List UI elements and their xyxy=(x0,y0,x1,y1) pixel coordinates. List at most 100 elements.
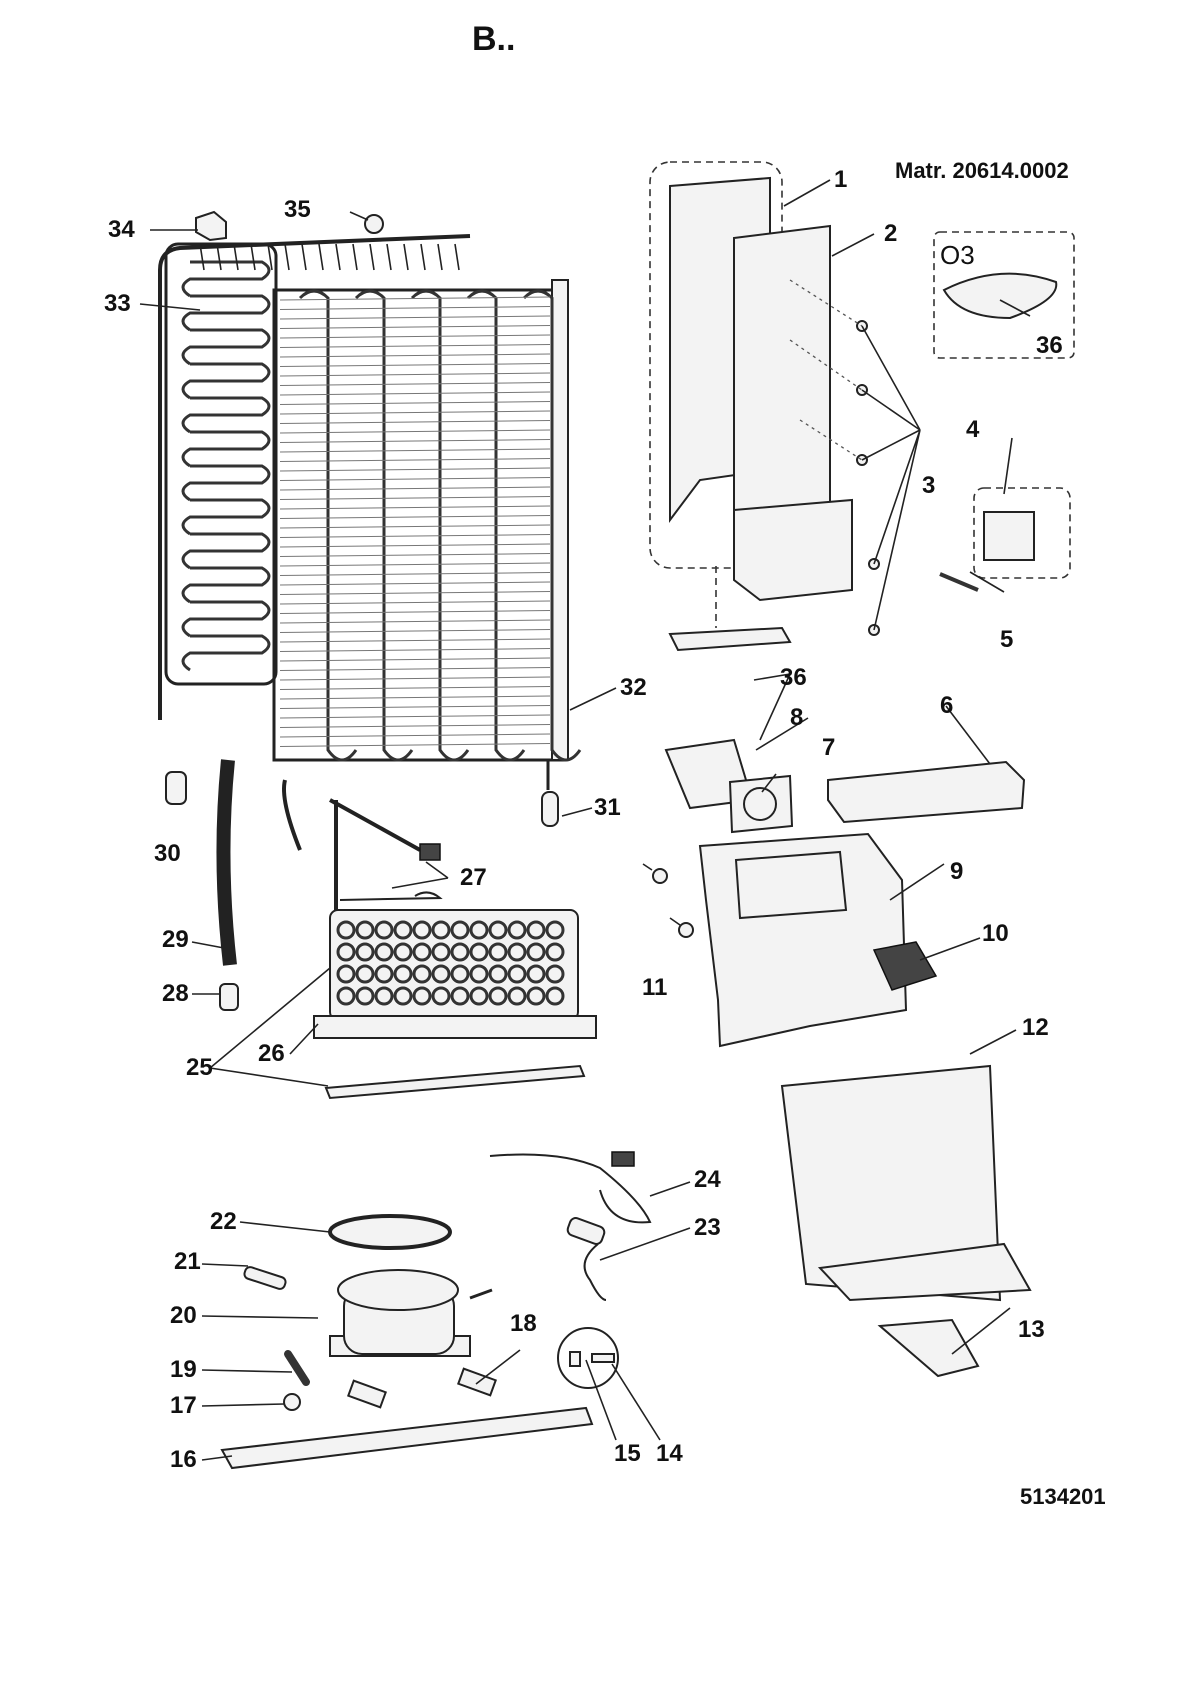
condenser-fin xyxy=(279,553,551,557)
condenser-fin xyxy=(279,439,551,443)
back-panel-12 xyxy=(780,1064,1002,1302)
evaporator-coil xyxy=(526,986,546,1006)
condenser-wire xyxy=(420,243,426,271)
condenser-wire xyxy=(386,243,392,271)
callout-27: 27 xyxy=(460,864,487,891)
callout-28: 28 xyxy=(162,980,189,1007)
callout-10: 10 xyxy=(982,920,1009,947)
evaporator-coil xyxy=(431,942,451,962)
washer-11a xyxy=(652,868,668,884)
callout-32: 32 xyxy=(620,674,647,701)
condenser-wire xyxy=(318,243,324,271)
condenser-fin xyxy=(279,448,551,453)
material-number: Matr. 20614.0002 xyxy=(895,158,1069,183)
tube-21 xyxy=(243,1266,287,1290)
condenser-fin xyxy=(279,543,551,548)
callout-35: 35 xyxy=(284,196,311,223)
condenser-fin xyxy=(279,477,551,481)
callout-7: 7 xyxy=(822,734,836,761)
clip-34 xyxy=(195,210,227,242)
evaporator-coil xyxy=(393,964,413,984)
callout-19: 19 xyxy=(170,1356,197,1383)
callout-9: 9 xyxy=(950,858,964,885)
drawing-code: 5134201 xyxy=(1020,1484,1106,1509)
capacitor-23 xyxy=(566,1217,607,1301)
condenser-wire xyxy=(352,243,358,271)
sleeve-30 xyxy=(165,771,187,805)
evaporator-coil xyxy=(412,920,432,940)
condenser-fin xyxy=(279,306,551,310)
callout-8: 8 xyxy=(790,704,804,731)
condenser-fin xyxy=(279,410,551,415)
callout-1: 1 xyxy=(834,166,848,193)
evaporator-coil xyxy=(374,964,394,984)
condenser-wire xyxy=(267,243,273,271)
condenser-wire xyxy=(403,243,409,271)
condenser-wire xyxy=(199,243,205,271)
condenser-loop xyxy=(181,600,271,638)
evaporator-coil xyxy=(393,920,413,940)
leader-lines xyxy=(139,179,1031,1461)
condenser-fin xyxy=(279,401,551,405)
evaporator-coil xyxy=(507,920,527,940)
callout-18: 18 xyxy=(510,1310,537,1337)
evaporator-coil xyxy=(355,920,375,940)
evaporator-coil xyxy=(355,964,375,984)
callout-33: 33 xyxy=(104,290,131,317)
condenser-fin xyxy=(279,505,551,510)
condenser-fin xyxy=(279,743,551,747)
evaporator-coil xyxy=(374,942,394,962)
bracket-19 xyxy=(284,1350,310,1386)
evaporator-25 xyxy=(313,909,597,1100)
page-title: B.. xyxy=(472,20,516,58)
evaporator-coil xyxy=(545,942,565,962)
condenser-fin xyxy=(279,353,551,358)
evaporator-coil xyxy=(545,986,565,1006)
evaporator-coil xyxy=(336,942,356,962)
condenser-fin xyxy=(279,610,551,614)
condenser-fin xyxy=(279,372,551,377)
condenser-tube xyxy=(298,289,358,762)
callout-17: 17 xyxy=(170,1392,197,1419)
condenser-tube xyxy=(410,289,470,762)
callout-4: 4 xyxy=(966,416,980,443)
inset-box-4 xyxy=(973,487,1071,579)
condenser-fin xyxy=(279,657,551,662)
condenser-fin xyxy=(279,344,551,348)
evaporator-coil xyxy=(488,986,508,1006)
condenser-wire xyxy=(335,243,341,271)
condenser-fin xyxy=(279,515,551,519)
evaporator-coil xyxy=(469,942,489,962)
callout-29: 29 xyxy=(162,926,189,953)
condenser-loop xyxy=(181,260,271,298)
callout-24: 24 xyxy=(694,1166,721,1193)
condenser-loop xyxy=(181,430,271,468)
part-15 xyxy=(569,1351,581,1367)
callout-36-plate: 36 xyxy=(780,664,807,691)
evaporator-coil xyxy=(450,964,470,984)
callout-34: 34 xyxy=(108,216,135,243)
condenser-loop xyxy=(181,294,271,332)
condenser-tube xyxy=(522,289,582,762)
evaporator-coil xyxy=(412,964,432,984)
condenser-fin xyxy=(279,363,551,367)
callout-2: 2 xyxy=(884,220,898,247)
condenser-wire xyxy=(250,243,256,271)
condenser-fin xyxy=(279,676,551,681)
condenser-wire xyxy=(233,243,239,271)
evaporator-coil xyxy=(507,942,527,962)
condenser-loop xyxy=(181,566,271,604)
condenser-fin xyxy=(279,467,551,472)
evaporator-coil xyxy=(355,942,375,962)
evaporator-coil xyxy=(526,942,546,962)
callout-14: 14 xyxy=(656,1440,683,1467)
cap-28 xyxy=(219,983,239,1011)
evaporator-coil xyxy=(450,942,470,962)
evaporator-coil xyxy=(488,942,508,962)
condenser-wire xyxy=(216,243,222,271)
duct-9 xyxy=(698,832,908,1048)
condenser-fin xyxy=(279,420,551,424)
washer-11b xyxy=(678,922,694,938)
condenser-wire xyxy=(437,243,443,271)
